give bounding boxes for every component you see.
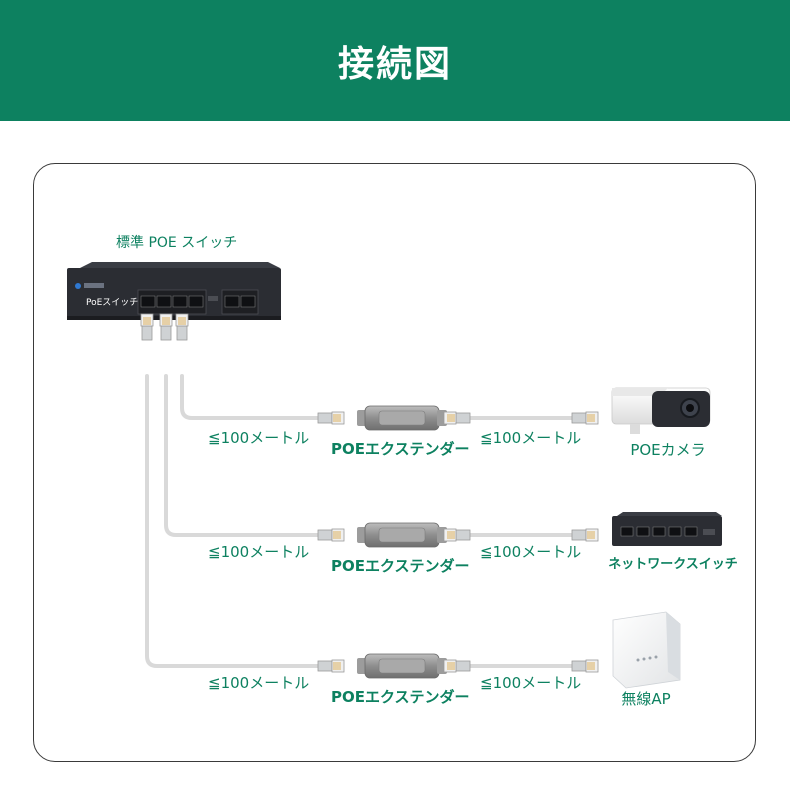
cable-row-1-left: [180, 374, 320, 420]
wireless-ap-icon: [612, 611, 681, 689]
switch-face-label: PoEスイッチ: [86, 297, 138, 308]
row-3-extender-label: POEエクステンダー: [331, 688, 470, 706]
page-title: 接続図: [337, 43, 452, 85]
switch-connectors: [141, 314, 188, 340]
logo-icon: [75, 283, 81, 289]
row-1-device-label: POEカメラ: [630, 441, 706, 459]
poe-switch-device: PoEスイッチ: [67, 262, 281, 320]
cable-row-3-left: [145, 374, 320, 668]
row-2-extender-label: POEエクステンダー: [331, 557, 470, 575]
row-1-left-distance: ≦100メートル: [208, 429, 310, 447]
row-2-right-distance: ≦100メートル: [480, 543, 582, 561]
network-switch-icon: [612, 512, 722, 546]
page-header: 接続図: [0, 0, 790, 121]
cable-row-2-left: [164, 374, 320, 537]
row-2-left-distance: ≦100メートル: [208, 543, 310, 561]
cables: [145, 374, 574, 668]
poe-extender-icon: [356, 522, 448, 548]
row-1-extender-label: POEエクステンダー: [331, 440, 470, 458]
poe-extender-icon: [356, 405, 448, 431]
camera-icon: [611, 387, 711, 434]
switch-label: 標準 POE スイッチ: [116, 235, 238, 251]
row-2-device-label: ネットワークスイッチ: [608, 557, 738, 572]
switch-ports: [140, 289, 259, 315]
poe-extender-icon: [356, 653, 448, 679]
row-3-left-distance: ≦100メートル: [208, 674, 310, 692]
row-3-right-distance: ≦100メートル: [480, 674, 582, 692]
row-1-right-distance: ≦100メートル: [480, 429, 582, 447]
row-3-device-label: 無線AP: [621, 690, 671, 708]
